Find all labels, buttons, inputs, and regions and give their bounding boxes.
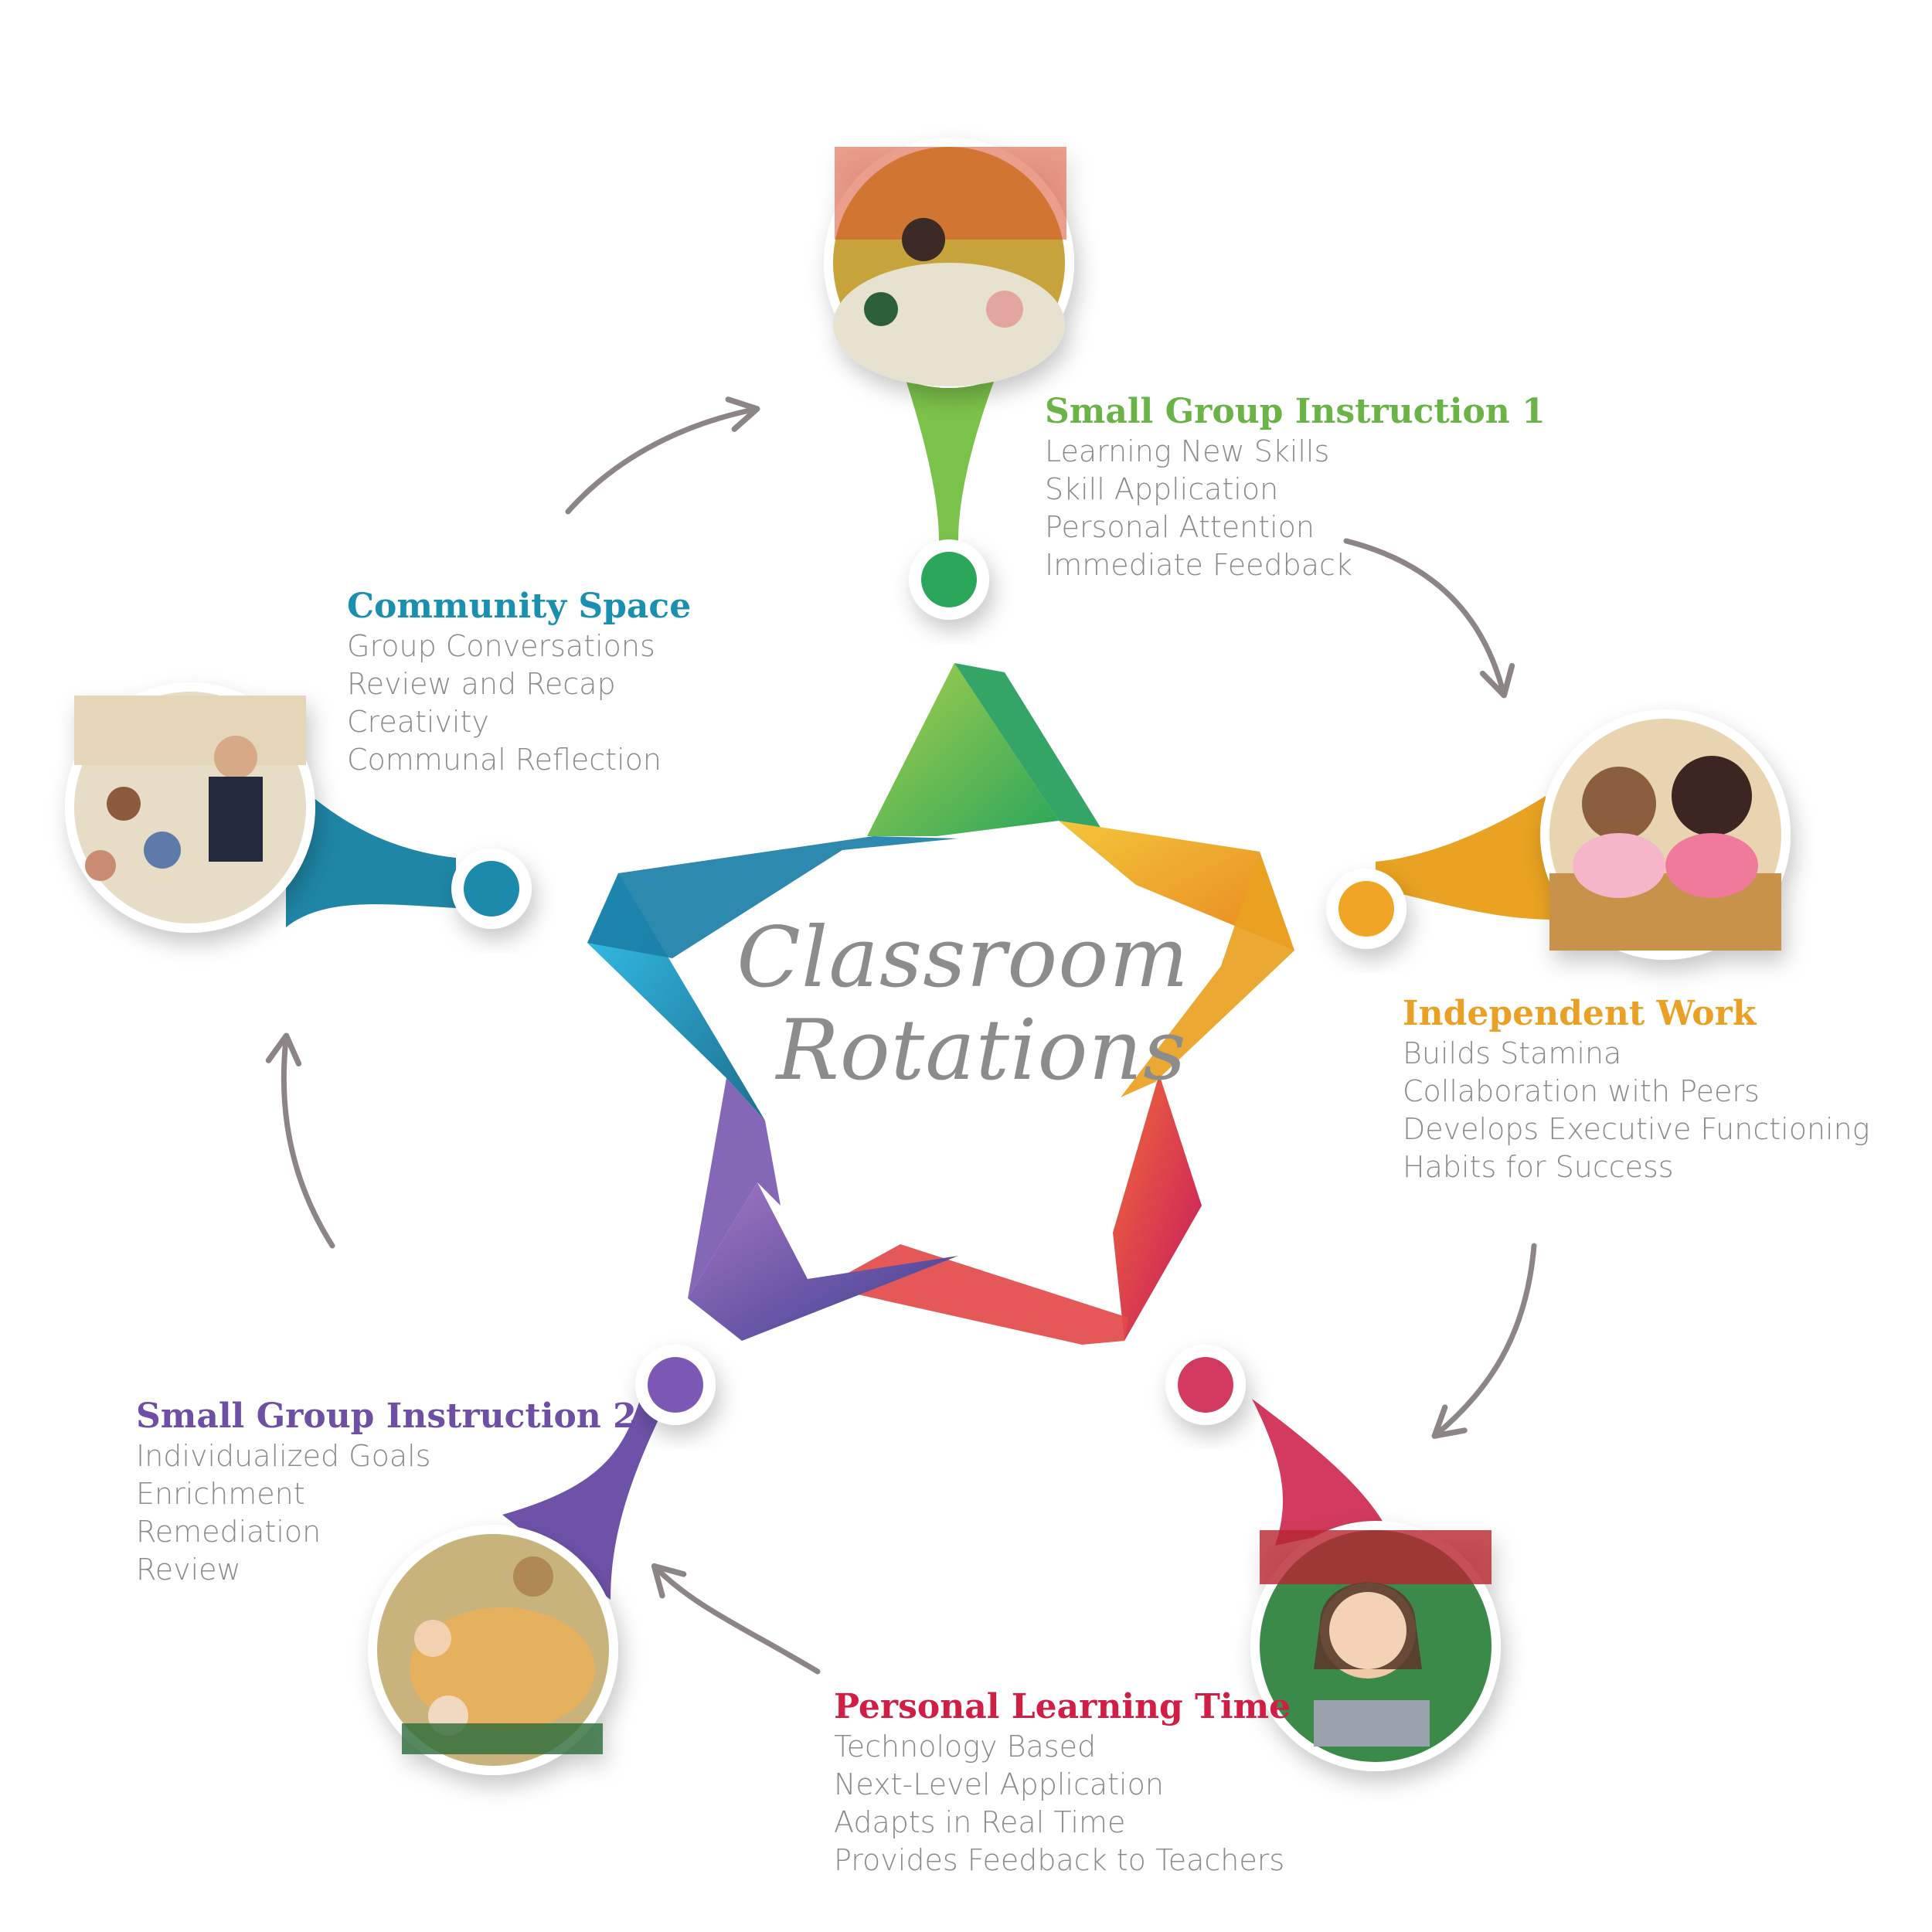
- star-segment-red: [1113, 1074, 1202, 1341]
- arrow-plt-to-sgi2: [651, 1563, 821, 1675]
- station-independent: Independent Work Builds Stamina Collabor…: [1403, 993, 1869, 1186]
- station-item: Review: [136, 1553, 241, 1587]
- photo-sgi2: [368, 1525, 618, 1775]
- station-title: Personal Learning Time: [834, 1687, 1291, 1726]
- photo-plt: [1250, 1521, 1501, 1771]
- arrow-community-to-sgi1: [565, 396, 760, 515]
- star-segment-blue-fold: [587, 836, 958, 958]
- station-item: Immediate Feedback: [1045, 548, 1352, 582]
- knob-sgi1: [909, 539, 989, 620]
- station-item: Habits for Success: [1403, 1150, 1674, 1184]
- star-segment-orange-fold: [1121, 852, 1294, 1097]
- station-title: Small Group Instruction 2: [136, 1396, 637, 1436]
- star-segment-orange: [1059, 821, 1294, 951]
- star-segment-purple: [688, 1182, 958, 1341]
- station-title: Independent Work: [1403, 994, 1757, 1033]
- connector-sgi1: [900, 363, 1001, 541]
- station-item: Collaboration with Peers: [1403, 1074, 1760, 1108]
- station-sgi1: Small Group Instruction 1 Learning New S…: [1045, 391, 1546, 584]
- photo-independent: [1540, 709, 1791, 960]
- station-title: Small Group Instruction 1: [1045, 392, 1546, 431]
- station-item: Next-Level Application: [834, 1767, 1164, 1801]
- station-item: Enrichment: [136, 1477, 305, 1511]
- knobs: [451, 539, 1406, 1425]
- station-item: Technology Based: [834, 1730, 1097, 1764]
- station-plt: Personal Learning Time Technology Based …: [834, 1686, 1291, 1879]
- station-item: Group Conversations: [347, 629, 655, 663]
- station-item: Develops Executive Functioning: [1403, 1112, 1870, 1146]
- station-item: Builds Stamina: [1403, 1036, 1622, 1070]
- station-item: Creativity: [347, 705, 489, 739]
- station-item: Review and Recap: [347, 667, 616, 701]
- station-item: Provides Feedback to Teachers: [834, 1843, 1285, 1877]
- station-item: Learning New Skills: [1045, 434, 1330, 468]
- photo-sgi1: [824, 138, 1074, 388]
- station-item: Personal Attention: [1045, 510, 1315, 544]
- knob-independent: [1326, 869, 1406, 949]
- star-segment-green: [867, 663, 1059, 836]
- arrow-independent-to-plt: [1431, 1243, 1537, 1439]
- arrow-sgi2-to-community: [265, 1032, 335, 1249]
- knob-plt: [1165, 1345, 1246, 1425]
- station-item: Remediation: [136, 1515, 321, 1549]
- arrow-sgi1-to-independent: [1343, 538, 1515, 699]
- station-sgi2: Small Group Instruction 2 Individualized…: [136, 1396, 637, 1589]
- photo-community: [65, 682, 315, 933]
- connector-community: [286, 773, 456, 927]
- connector-plt: [1252, 1399, 1383, 1546]
- cycle-arrows: [265, 396, 1537, 1675]
- knob-sgi2: [635, 1345, 716, 1425]
- star-segment-purple-fold: [688, 1078, 781, 1298]
- star-ribbon: [587, 663, 1294, 1345]
- station-item: Adapts in Real Time: [834, 1805, 1126, 1839]
- knob-community: [451, 849, 532, 929]
- station-item: Individualized Goals: [136, 1439, 431, 1473]
- star-segment-red-fold: [823, 1244, 1128, 1345]
- station-community: Community Space Group Conversations Revi…: [347, 586, 691, 779]
- connector-independent: [1376, 796, 1553, 920]
- station-item: Skill Application: [1045, 472, 1279, 506]
- station-title: Community Space: [347, 587, 692, 626]
- station-item: Communal Reflection: [347, 743, 662, 777]
